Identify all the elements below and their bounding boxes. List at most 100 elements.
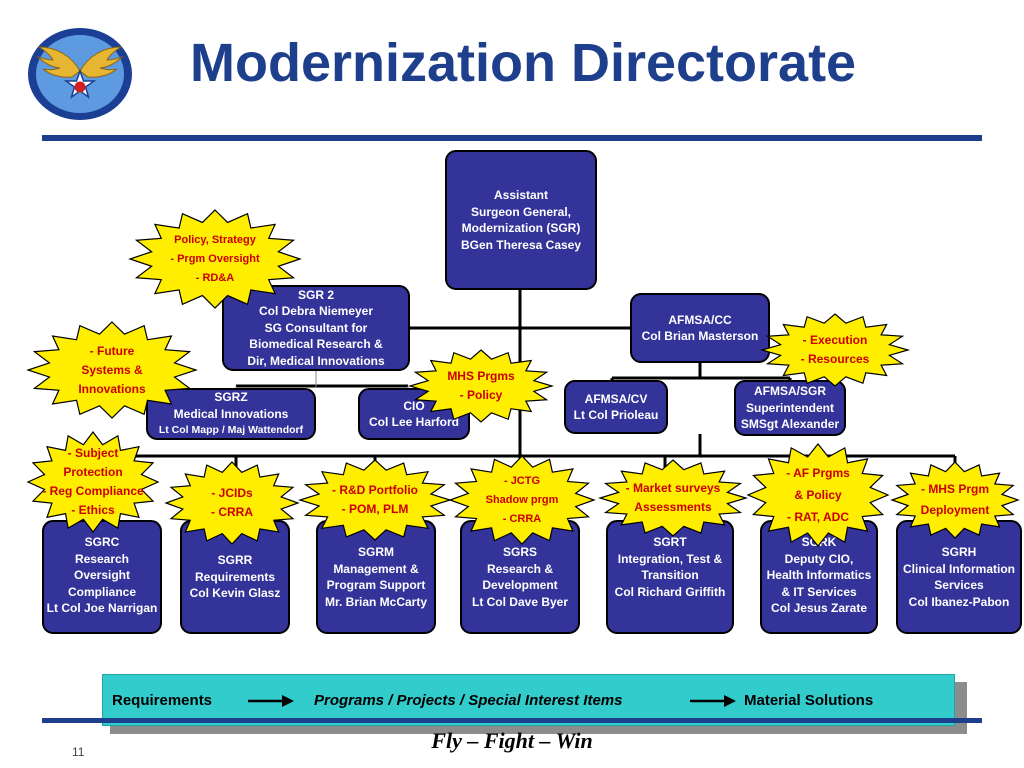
sgrt-line: SGRT [653,535,687,549]
cio-line: Col Lee Harford [368,415,459,429]
sgr2-line: SG Consultant for [264,320,368,335]
mhs-prgm-line: - MHS Prgm [920,482,989,496]
org-box-sgrz: SGRZ Medical Innovations Lt Col Mapp / M… [146,388,316,440]
org-box-sgr2: SGR 2 Col Debra Niemeyer SG Consultant f… [222,285,410,371]
market-line: Assessments [634,500,712,514]
subject-line: Protection [63,465,123,479]
sgr2-line: Col Debra Niemeyer [258,304,374,319]
subject-line: - Ethics [71,503,115,517]
callout-burst-policy: Policy, Strategy - Prgm Oversight - RD&A [130,210,300,308]
sgrc-line: Research [74,551,130,566]
sgrz-line: Medical Innovations [173,406,289,421]
sgrm-line: SGRM [358,545,394,559]
jctg-line: - CRRA [502,512,542,525]
execution-line: - Execution [802,333,868,347]
sgrs-line: Development [482,578,558,592]
sgrt-line: Col Richard Griffith [614,584,726,599]
sgrc-line: SGRC [84,535,120,549]
sgrh-line: Clinical Information [902,561,1015,576]
sgrs-line: Lt Col Dave Byer [471,594,569,609]
sgrr-line: SGRR [217,553,253,567]
callout-burst-subject: - Subject Protection - Reg Compliance - … [28,432,158,532]
callout-burst-future: - Future Systems & Innovations [28,322,196,418]
title-divider [42,135,982,141]
af-prgms-line: - RAT, ADC [787,510,849,524]
footer-divider [42,718,982,723]
sgr2-line: Biomedical Research & [249,337,383,352]
policy-line: - Prgm Oversight [170,252,260,265]
arrow-right-icon [248,695,294,707]
sgr-line: Surgeon General, [470,204,572,219]
sgrz-line: SGRZ [214,390,248,405]
flow-requirements: Requirements [112,692,213,709]
flow-programs: Programs / Projects / Special Interest I… [314,692,623,709]
callout-burst-execution: - Execution - Resources [762,314,908,386]
jcids-line: - CRRA [211,505,253,519]
sgrc-line: Oversight [73,568,130,582]
sgrt-line: Transition [641,568,699,582]
org-box-afmsa-cv: AFMSA/CV Lt Col Prioleau [564,380,668,434]
market-line: - Market surveys [625,481,721,495]
sgrk-line: Col Jesus Zarate [770,601,868,615]
sgr-line: Modernization (SGR) [461,221,581,235]
af-prgms-line: - AF Prgms [786,466,850,480]
sgrz-line: Lt Col Mapp / Maj Wattendorf [158,424,304,437]
jctg-line: Shadow prgm [485,493,559,506]
cio-line: CIO [403,398,425,413]
sgrc-line: Compliance [67,584,136,599]
future-line: Innovations [78,381,146,396]
mhs-prgms-line: MHS Prgms [447,369,515,383]
future-line: - Future [89,343,135,358]
afmsa-sgr-line: Superintendent [745,400,834,415]
sgrs-line: SGRS [502,545,537,559]
org-box-sgrt: SGRT Integration, Test & Transition Col … [606,520,734,634]
sgrr-line: Requirements [194,569,276,584]
afmsa-sgr-line: AFMSA/SGR [754,384,826,399]
jctg-line: - JCTG [503,474,541,487]
slide-title: Modernization Directorate [190,33,857,93]
sgr-line: Assistant [493,188,549,202]
sgrr-line: Col Kevin Glasz [189,586,281,600]
org-box-sgr: Assistant Surgeon General, Modernization… [445,150,597,290]
jcids-line: - JCIDs [211,486,253,500]
callout-burst-mhs-prgm: - MHS Prgm Deployment [892,462,1018,538]
air-force-emblem-icon [27,27,133,121]
flow-bar [102,674,955,726]
subject-line: - Subject [67,446,119,460]
sgrk-line: & IT Services [781,584,857,599]
callout-burst-jcids: - JCIDs - CRRA [166,462,298,544]
sgrm-line: Program Support [326,578,426,592]
sgr2-line: SGR 2 [297,287,334,302]
sgrm-line: Management & [333,561,419,576]
mhs-prgm-line: Deployment [920,503,990,517]
sgr2-line: Dir, Medical Innovations [247,353,385,368]
rnd-line: - POM, PLM [341,502,409,516]
callout-burst-market: - Market surveys Assessments [600,460,746,536]
org-box-afmsa-cc: AFMSA/CC Col Brian Masterson [630,293,770,363]
mhs-prgms-line: - Policy [459,388,503,402]
execution-line: - Resources [800,352,870,366]
callout-burst-af-prgms: - AF Prgms & Policy - RAT, ADC [748,444,888,546]
sgrk-line: Deputy CIO, [784,551,854,566]
afmsa-cv-line: Lt Col Prioleau [573,408,659,422]
sgrh-line: Services [934,578,984,592]
future-line: Systems & [81,362,143,377]
footer-motto: Fly – Fight – Win [431,728,593,753]
subject-line: - Reg Compliance [42,484,144,498]
policy-line: - RD&A [195,271,235,284]
sgrt-line: Integration, Test & [617,551,723,566]
policy-line: Policy, Strategy [174,233,256,246]
callout-burst-jctg: - JCTG Shadow prgm - CRRA [450,456,594,544]
afmsa-cc-line: AFMSA/CC [668,312,732,327]
sgr-line: BGen Theresa Casey [460,237,582,252]
rnd-line: - R&D Portfolio [332,483,418,497]
sgrm-line: Mr. Brian McCarty [324,594,428,609]
sgrk-line: Health Informatics [766,568,872,582]
callout-burst-rnd: - R&D Portfolio - POM, PLM [300,460,450,540]
sgrh-line: Col Ibanez-Pabon [908,594,1010,609]
page-number: 11 [72,745,85,759]
af-prgms-line: & Policy [794,488,842,502]
org-box-afmsa-sgr: AFMSA/SGR Superintendent SMSgt Alexander [734,380,846,436]
org-box-sgrh: SGRH Clinical Information Services Col I… [896,520,1022,634]
callout-burst-mhs-prgms: MHS Prgms - Policy [410,350,552,422]
